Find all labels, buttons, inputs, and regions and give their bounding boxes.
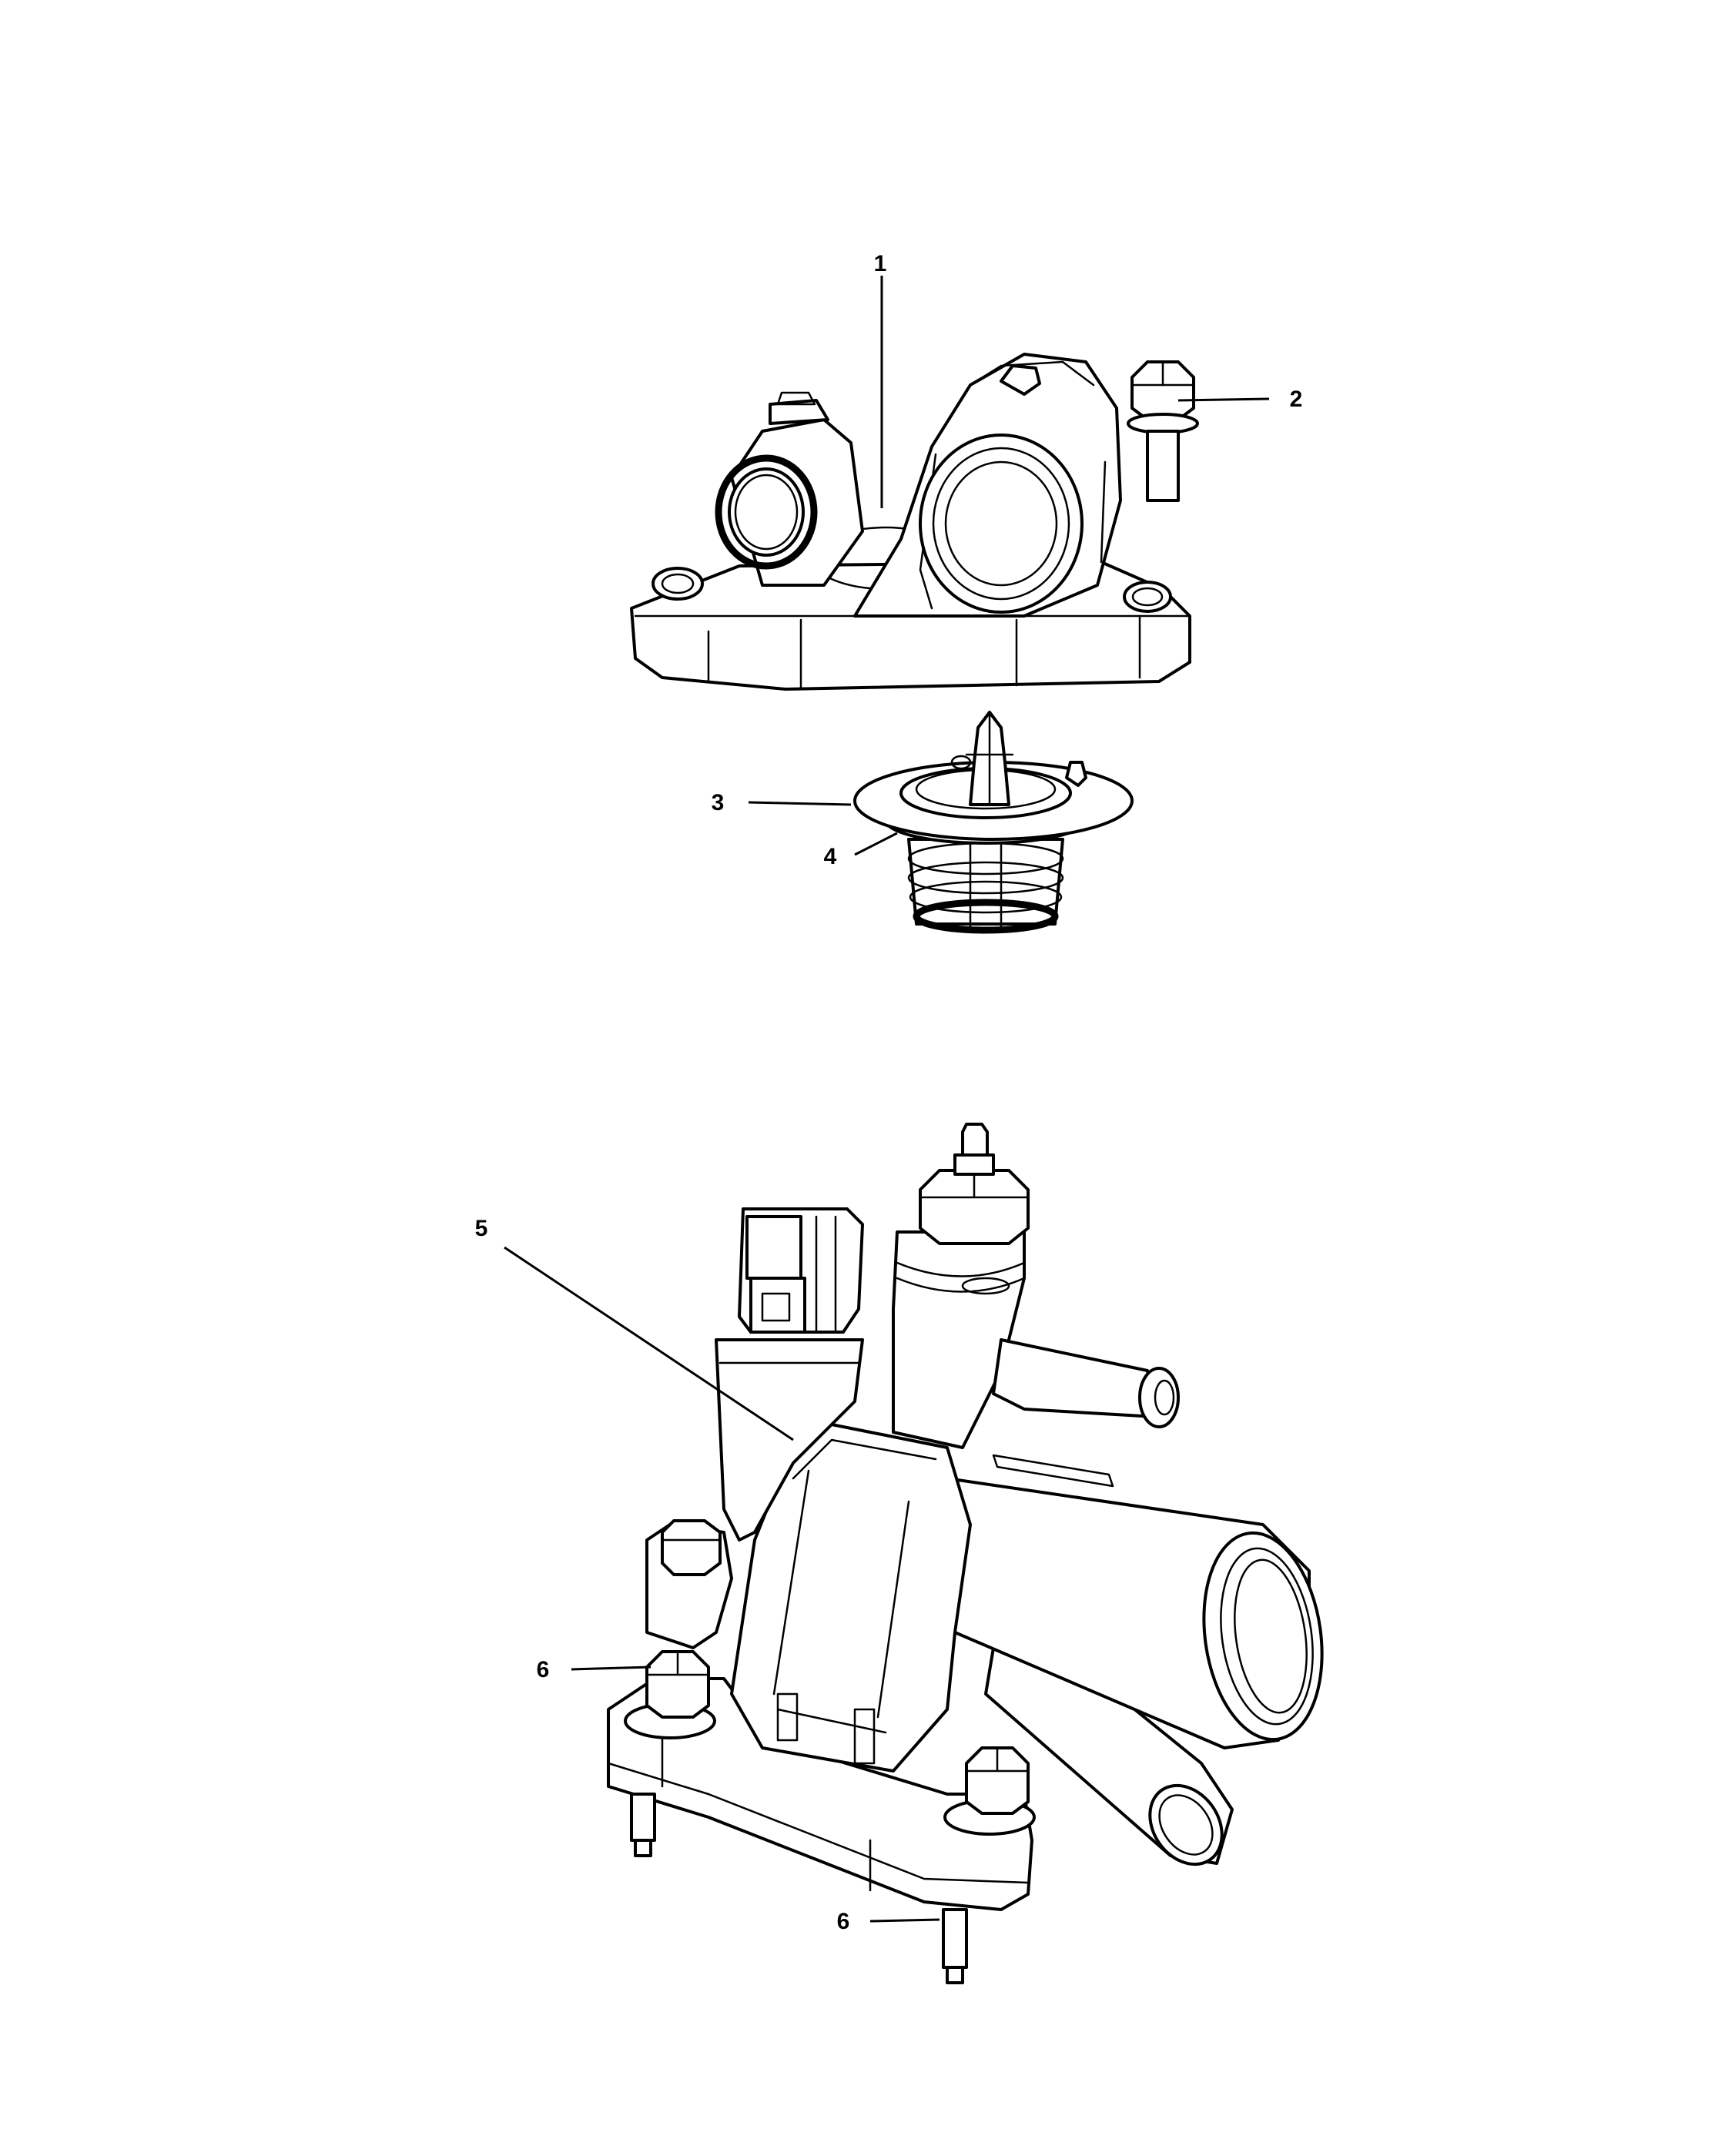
thermostat-assembly [853,711,1134,934]
thermostat-housing-cover [630,353,1191,691]
leader-6b [869,1918,940,1923]
mounting-studs-and-nuts [624,1650,1036,1984]
callout-4: 4 [824,844,837,869]
callout-2: 2 [1290,387,1303,412]
leader-5 [504,1246,794,1441]
callout-5: 5 [475,1216,488,1241]
housing-bolt [1127,360,1199,502]
leader-6a [571,1666,651,1671]
callout-6-upper: 6 [537,1657,550,1682]
callout-6-lower: 6 [837,1909,850,1934]
stud-nut-right [942,1746,1036,1984]
leader-2 [1177,397,1270,402]
leader-3 [748,801,852,806]
leader-4 [854,832,898,856]
callout-labels: 1 2 3 4 5 6 6 [475,251,1303,1934]
stud-nut-left [624,1650,716,1857]
callout-leaders [504,276,1270,1923]
callout-3: 3 [712,790,725,815]
thermostat-housing-assembly [607,1123,1324,1911]
callout-1: 1 [874,251,887,276]
